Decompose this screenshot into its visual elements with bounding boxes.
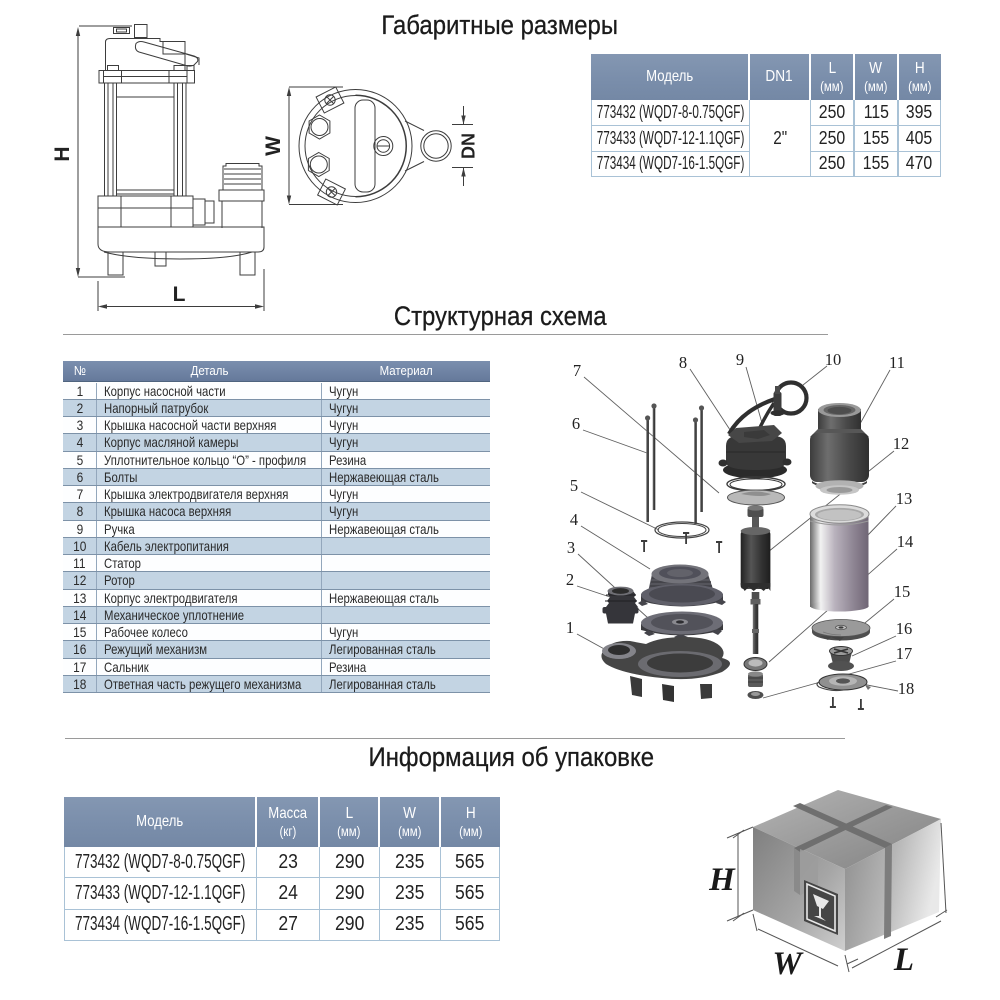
svg-text:2: 2: [566, 570, 574, 589]
svg-text:17: 17: [896, 644, 913, 663]
svg-text:4: 4: [570, 510, 578, 529]
svg-text:16: 16: [896, 619, 913, 638]
svg-text:7: 7: [573, 361, 581, 380]
svg-text:15: 15: [894, 582, 911, 601]
svg-text:11: 11: [889, 353, 905, 372]
svg-text:12: 12: [893, 434, 910, 453]
svg-text:H: H: [51, 146, 74, 161]
svg-text:3: 3: [567, 538, 575, 557]
svg-text:L: L: [173, 283, 186, 306]
svg-text:5: 5: [570, 476, 578, 495]
svg-text:6: 6: [572, 414, 580, 433]
svg-text:8: 8: [679, 353, 687, 372]
svg-text:H: H: [708, 862, 736, 898]
svg-text:14: 14: [897, 532, 914, 551]
svg-text:L: L: [893, 942, 914, 978]
svg-text:18: 18: [898, 679, 915, 698]
svg-text:9: 9: [736, 350, 744, 369]
svg-text:13: 13: [896, 489, 913, 508]
svg-text:W: W: [772, 946, 804, 982]
svg-text:DN: DN: [459, 133, 479, 159]
svg-text:1: 1: [566, 618, 574, 637]
svg-text:10: 10: [825, 350, 842, 369]
svg-text:W: W: [262, 136, 285, 156]
